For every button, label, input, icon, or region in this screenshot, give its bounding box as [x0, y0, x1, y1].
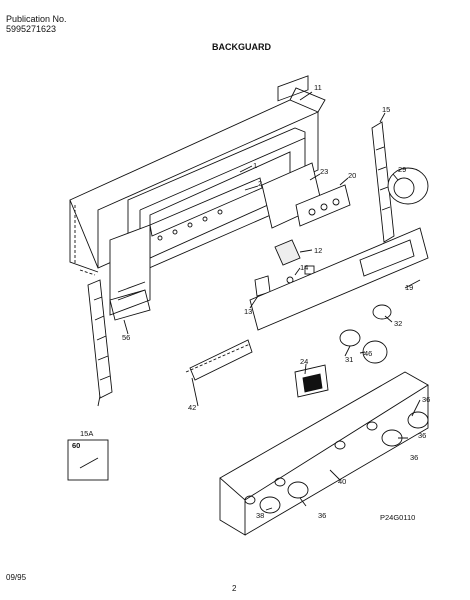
part-label-15a: 15A	[80, 429, 93, 438]
footer-page: 2	[232, 584, 237, 593]
part-label-42: 42	[188, 403, 196, 412]
part-label-15: 15	[382, 105, 390, 114]
part-label-38: 38	[256, 511, 264, 520]
part-label-2: 2	[258, 179, 262, 188]
section-title: BACKGUARD	[212, 42, 271, 52]
part-label-1: 1	[253, 161, 257, 170]
part-label-12: 12	[314, 246, 322, 255]
part-label-23: 23	[320, 167, 328, 176]
part-label-11: 11	[314, 83, 322, 92]
part-label-36-bottom: 36	[318, 511, 326, 520]
part-label-13: 13	[244, 307, 252, 316]
footer-date: 09/95	[6, 573, 27, 582]
part-label-29: 29	[398, 165, 406, 174]
part-label-24: 24	[300, 357, 308, 366]
part-label-56: 56	[122, 333, 130, 342]
part-label-40: 40	[338, 477, 346, 486]
publication-number: 5995271623	[6, 24, 57, 34]
publication-label: Publication No.	[6, 14, 67, 24]
part-label-36-top: 36	[422, 395, 430, 404]
part-label-20: 20	[348, 171, 356, 180]
part-label-36-right: 36	[410, 453, 418, 462]
part-label-14: 14	[300, 263, 308, 272]
figure-code: P24G0110	[380, 513, 415, 522]
part-label-19: 19	[405, 283, 413, 292]
part-label-60: 60	[72, 441, 80, 450]
part-label-46: 46	[364, 349, 372, 358]
part-label-31: 31	[345, 355, 353, 364]
part-label-36-mid: 36	[418, 431, 426, 440]
part-label-32: 32	[394, 319, 402, 328]
